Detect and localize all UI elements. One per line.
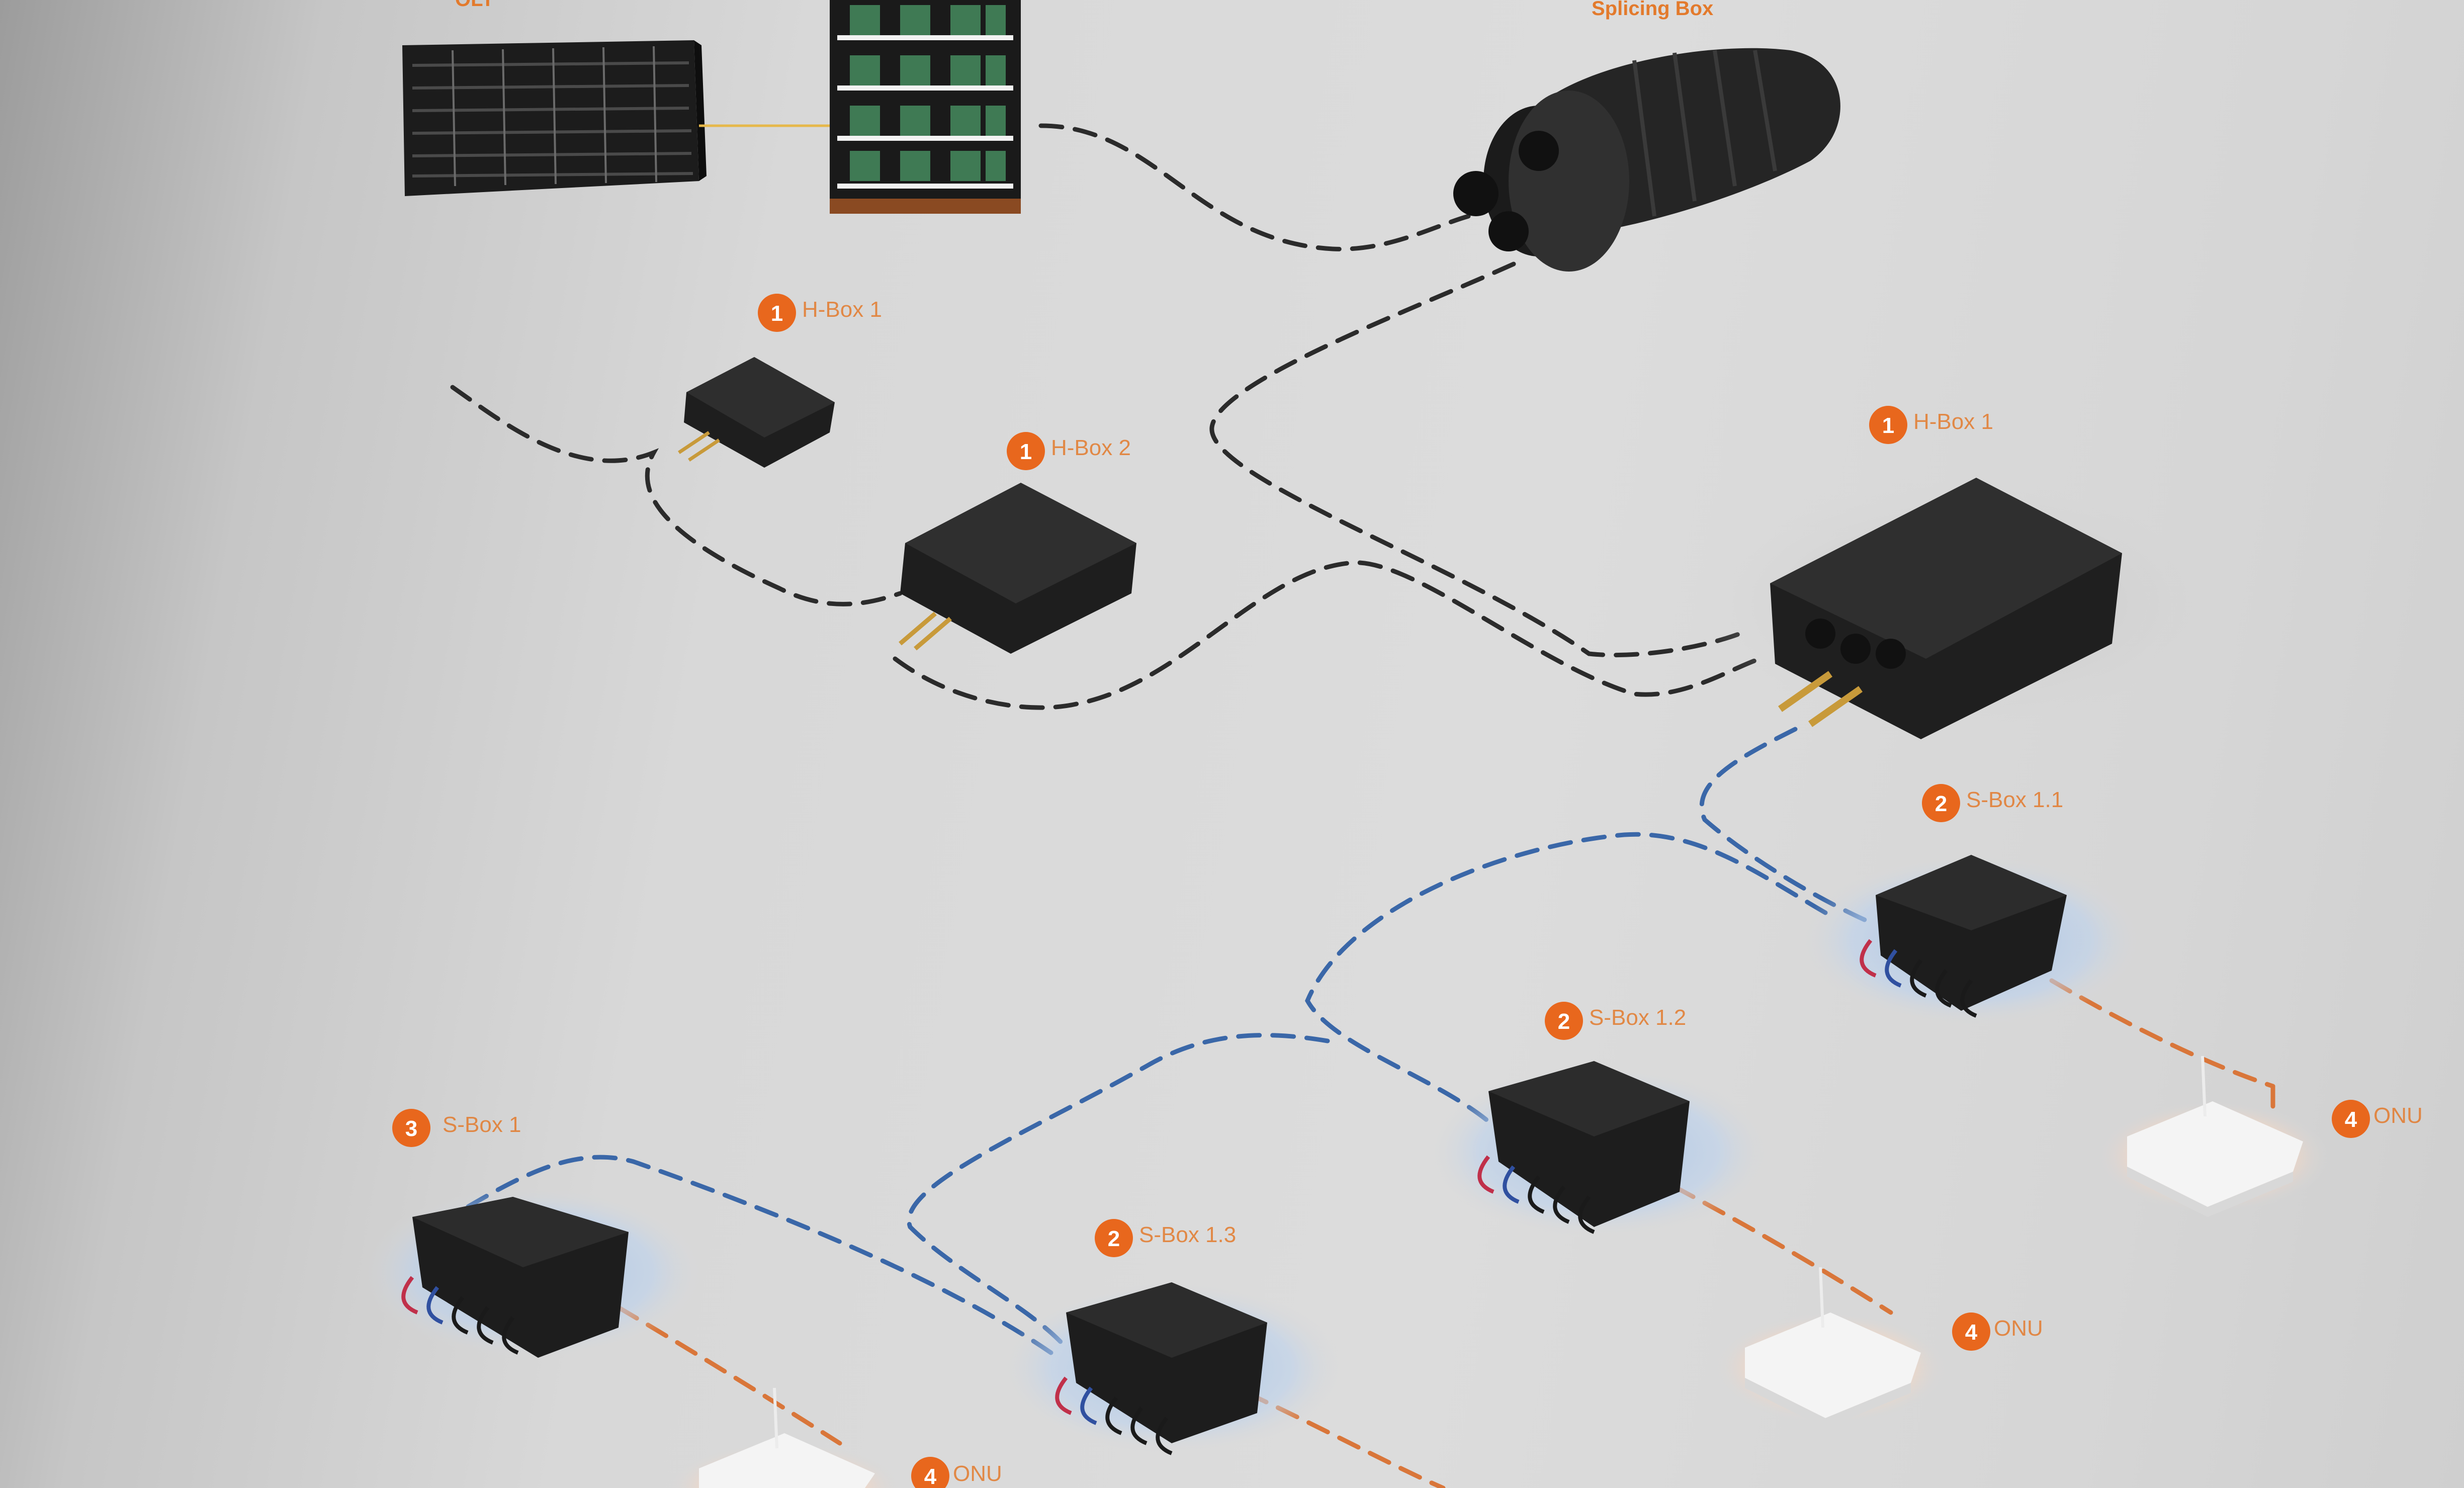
trunk-cables: [450, 123, 1763, 710]
cable-hbox-to-sbox-1-1: [1699, 727, 1868, 923]
badge-circle: [758, 294, 796, 332]
badge-circle: [1095, 1219, 1133, 1257]
node-label: S-Box 1.3: [1139, 1222, 1236, 1247]
badge-circle: [911, 1457, 949, 1488]
label-onu-1: 4 ONU: [2332, 1100, 2423, 1138]
badge-number: 1: [771, 301, 783, 326]
badge-number: 4: [1965, 1320, 1978, 1345]
drop-cables: [616, 978, 2275, 1488]
badge-circle: [2332, 1100, 2370, 1138]
olt-rack: OLT: [402, 0, 707, 196]
olt-title: OLT: [455, 0, 494, 11]
badge-number: 1: [1020, 440, 1032, 464]
label-s-box-1: 3 S-Box 1: [392, 1109, 521, 1147]
onu-3-device: [669, 1387, 900, 1488]
label-s-box-1-1: 2 S-Box 1.1: [1922, 784, 2063, 822]
badge-number: 2: [1935, 792, 1947, 816]
badge-circle: [1007, 432, 1045, 470]
badge-number: 2: [1108, 1227, 1120, 1251]
node-label: H-Box 1: [802, 297, 882, 322]
h-box-1-right: [1690, 473, 2253, 739]
splicing-box-closure: Splicing Box: [1453, 0, 1840, 272]
badge-number: 3: [405, 1116, 417, 1141]
cable-hbox1-to-hbox2: [450, 385, 903, 606]
label-s-box-1-3: 2 S-Box 1.3: [1095, 1219, 1236, 1257]
splicing-box-title: Splicing Box: [1592, 0, 1713, 20]
label-h-box-2: 1 H-Box 2: [1007, 432, 1131, 470]
node-label: S-Box 1: [443, 1112, 521, 1137]
distribution-cables: [465, 727, 1868, 1355]
node-label: ONU: [953, 1461, 1002, 1486]
s-box-1-2: [1428, 1061, 1770, 1237]
cable-hbox2-to-hbox-right: [893, 560, 1763, 710]
badge-number: 1: [1882, 413, 1894, 438]
badge-circle: [392, 1109, 430, 1147]
s-box-1-1: [1800, 855, 2142, 1026]
label-onu-3: 4 ONU: [911, 1457, 1002, 1488]
onu-2-device: [1715, 1267, 1946, 1428]
node-label: ONU: [2373, 1103, 2423, 1128]
node-label: H-Box 2: [1051, 435, 1131, 460]
badge-number: 4: [924, 1464, 937, 1488]
cable-to-sbox-1-3: [907, 1032, 1330, 1350]
onu-1-device: [2097, 1056, 2328, 1217]
label-onu-2: 4 ONU: [1952, 1312, 2043, 1351]
cable-splicing-to-hbox-right: [1209, 261, 1742, 658]
badge-circle: [1869, 406, 1907, 444]
badge-circle: [1952, 1312, 1990, 1351]
label-h-box-1-right: 1 H-Box 1: [1869, 406, 1993, 444]
cable-to-sbox-1: [465, 1155, 1053, 1355]
node-label: ONU: [1994, 1316, 2043, 1341]
label-s-box-1-2: 2 S-Box 1.2: [1545, 1002, 1686, 1040]
node-label: H-Box 1: [1913, 409, 1993, 434]
badge-circle: [1922, 784, 1960, 822]
badge-number: 2: [1558, 1009, 1570, 1034]
s-box-1: [362, 1187, 704, 1358]
s-box-1-3: [1001, 1282, 1343, 1455]
label-h-box-1-left: 1 H-Box 1: [758, 294, 882, 332]
badge-number: 4: [2345, 1107, 2357, 1132]
badge-circle: [1545, 1002, 1583, 1040]
node-label: S-Box 1.1: [1966, 787, 2063, 812]
h-box-2: [899, 483, 1136, 654]
h-box-1-left: [678, 357, 835, 468]
cable-odf-to-splicing-box: [1038, 123, 1471, 251]
node-label: S-Box 1.2: [1589, 1005, 1686, 1030]
odf-frame: [830, 0, 1021, 214]
cable-to-sbox-1-2: [1304, 832, 1828, 1124]
